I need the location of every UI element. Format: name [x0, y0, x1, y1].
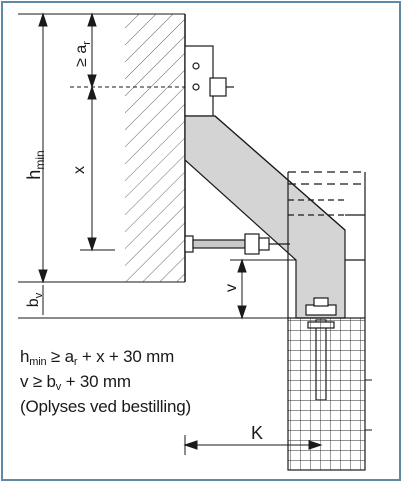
- a-r-label: ≥ ar: [73, 41, 93, 67]
- b-v-label: bv: [25, 292, 45, 307]
- k-dimension: [183, 435, 323, 455]
- a-r-dimension: [87, 12, 97, 89]
- profile-dashed: [287, 171, 366, 318]
- h-min-dimension: [38, 12, 48, 284]
- v-label: v: [223, 284, 240, 292]
- wall: [125, 14, 186, 283]
- upper-bracket: [184, 45, 234, 117]
- v-dimension: [237, 258, 247, 320]
- x-label: x: [71, 166, 88, 174]
- bracket-arm: [184, 115, 346, 319]
- formula-v: v ≥ bv + 30 mm: [20, 372, 131, 393]
- threaded-rod: [184, 233, 290, 255]
- formula-note: (Oplyses ved bestilling): [20, 397, 191, 416]
- x-dimension: [87, 85, 97, 252]
- h-min-label: hmin: [24, 150, 47, 179]
- formula-h-min: hmin ≥ ar + x + 30 mm: [20, 347, 175, 368]
- mesh-basket: [287, 317, 372, 471]
- k-label: K: [251, 423, 263, 443]
